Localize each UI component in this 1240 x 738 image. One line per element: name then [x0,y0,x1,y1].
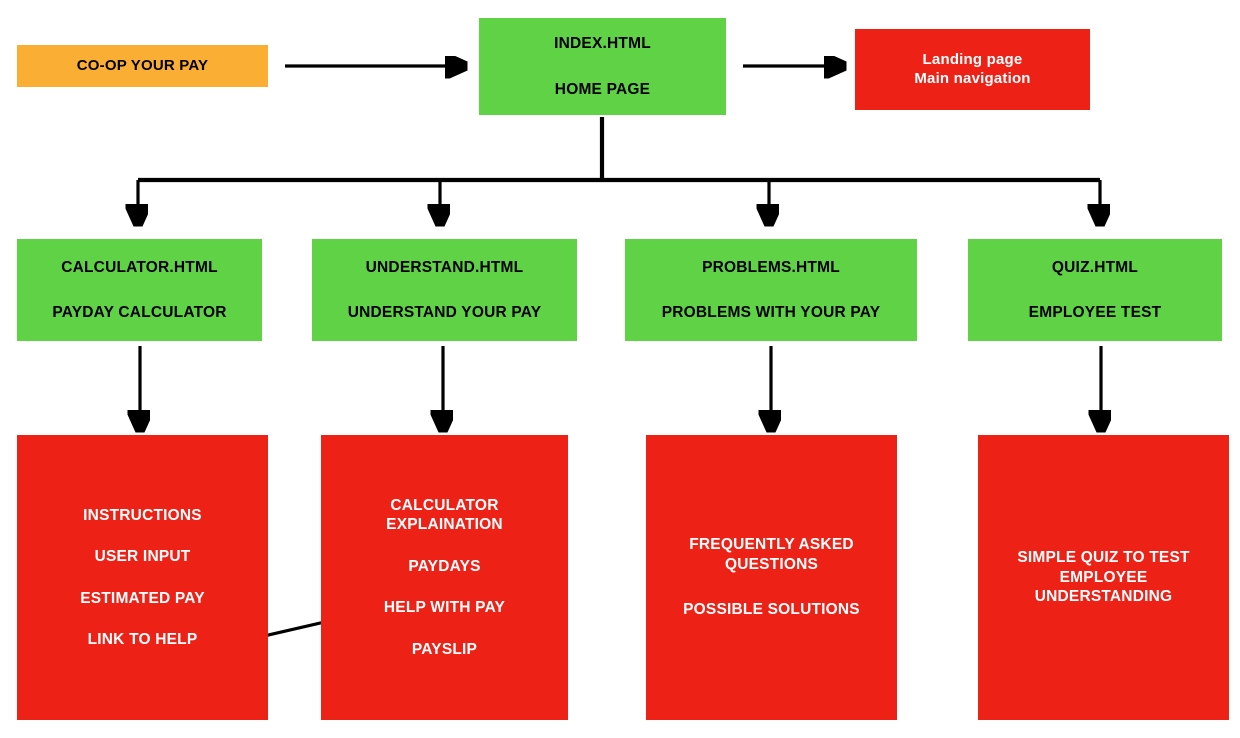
node-quiz-html[interactable]: QUIZ.HTML EMPLOYEE TEST [968,239,1222,341]
content-item: PAYSLIP [411,640,478,658]
node-understand-file: UNDERSTAND.HTML [365,258,524,276]
node-home-note-line1: Landing page [922,50,1023,68]
node-index-file: INDEX.HTML [554,35,651,53]
content-item: FREQUENTLY ASKED QUESTIONS [689,536,854,573]
node-understand-content[interactable]: CALCULATOR EXPLAINATION PAYDAYS HELP WIT… [321,435,568,720]
node-quiz-title: EMPLOYEE TEST [1028,304,1162,321]
node-root-co-op-your-pay[interactable]: CO-OP YOUR PAY [17,45,268,87]
node-index-title: HOME PAGE [554,80,651,98]
node-root-label: CO-OP YOUR PAY [76,56,209,74]
node-quiz-file: QUIZ.HTML [1051,258,1139,276]
content-item: POSSIBLE SOLUTIONS [683,601,860,619]
node-calculator-title: PAYDAY CALCULATOR [52,304,227,321]
node-problems-file: PROBLEMS.HTML [702,258,840,276]
node-problems-content[interactable]: FREQUENTLY ASKED QUESTIONS POSSIBLE SOLU… [646,435,897,720]
node-quiz-content[interactable]: SIMPLE QUIZ TO TEST EMPLOYEE UNDERSTANDI… [978,435,1229,720]
node-problems-title: PROBLEMS WITH YOUR PAY [661,304,881,321]
node-home-note-line2: Main navigation [914,69,1031,87]
content-item: PAYDAYS [408,557,481,575]
content-item: CALCULATOR EXPLAINATION [386,497,503,534]
content-item: INSTRUCTIONS [83,506,202,524]
node-calculator-html[interactable]: CALCULATOR.HTML PAYDAY CALCULATOR [17,239,262,341]
node-calculator-file: CALCULATOR.HTML [61,258,218,276]
content-item: USER INPUT [94,548,191,566]
node-calculator-content[interactable]: INSTRUCTIONS USER INPUT ESTIMATED PAY LI… [17,435,268,720]
content-item-link-to-help[interactable]: LINK TO HELP [87,630,198,648]
node-understand-title: UNDERSTAND YOUR PAY [347,304,542,321]
content-item: SIMPLE QUIZ TO TEST EMPLOYEE UNDERSTANDI… [1017,549,1190,606]
node-index-home-page[interactable]: INDEX.HTML HOME PAGE [479,18,726,115]
node-problems-html[interactable]: PROBLEMS.HTML PROBLEMS WITH YOUR PAY [625,239,917,341]
node-understand-html[interactable]: UNDERSTAND.HTML UNDERSTAND YOUR PAY [312,239,577,341]
content-item: ESTIMATED PAY [80,589,205,607]
node-home-note[interactable]: Landing page Main navigation [855,29,1090,110]
content-item-help-with-pay[interactable]: HELP WITH PAY [383,599,506,617]
